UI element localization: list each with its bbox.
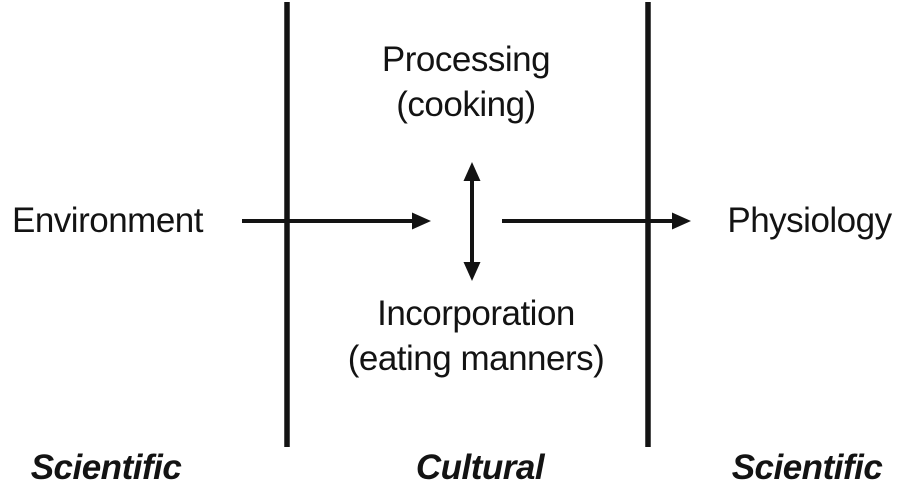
arrowhead-up-icon	[463, 162, 481, 181]
node-environment-label: Environment	[12, 201, 203, 240]
zone-label-scientific-left: Scientific	[30, 448, 182, 487]
arrow-environment-to-center-icon	[242, 212, 431, 230]
node-processing-sublabel: (cooking)	[396, 85, 536, 124]
node-processing-label: Processing	[381, 40, 551, 79]
arrow-processing-incorporation-icon	[463, 162, 481, 281]
node-incorporation: Incorporation (eating manners)	[306, 291, 646, 381]
node-physiology-label: Physiology	[727, 201, 892, 240]
node-processing: Processing (cooking)	[316, 37, 616, 127]
zone-label-cultural: Cultural	[415, 448, 545, 487]
arrowhead-right-icon	[672, 212, 691, 230]
arrowhead-down-icon	[463, 262, 481, 281]
node-incorporation-label: Incorporation	[377, 294, 575, 333]
zone-label-scientific-right: Scientific	[731, 448, 883, 487]
arrowhead-right-icon	[412, 212, 431, 230]
node-incorporation-sublabel: (eating manners)	[347, 339, 605, 378]
arrow-center-to-physiology-icon	[502, 212, 691, 230]
